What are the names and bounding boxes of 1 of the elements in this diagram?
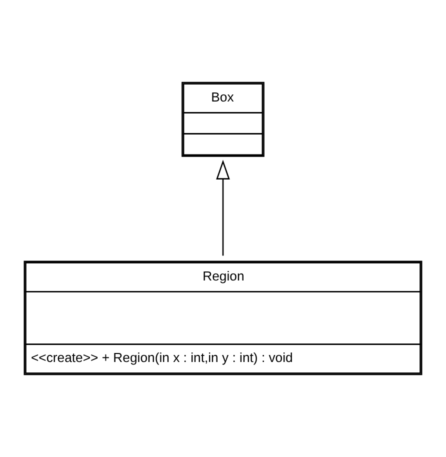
arrow	[216, 160, 230, 256]
